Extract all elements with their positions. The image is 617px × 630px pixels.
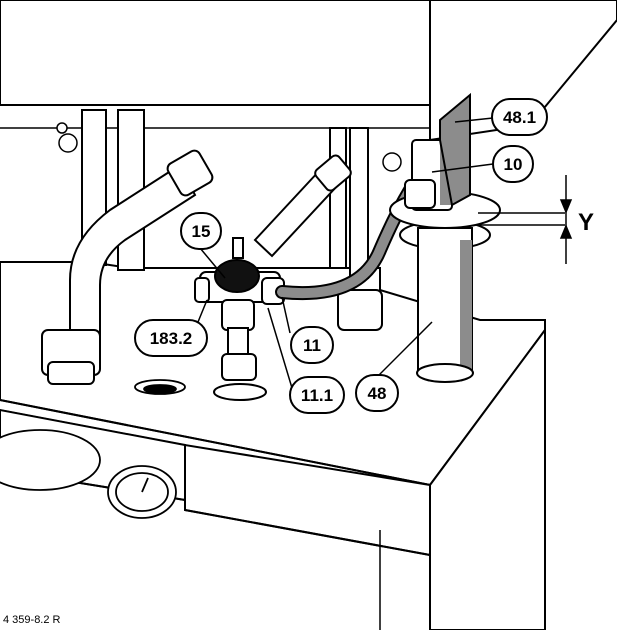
callout-11: 11	[290, 326, 334, 364]
wall-fittings	[56, 122, 402, 172]
dimension-y	[478, 175, 573, 264]
svg-text:11: 11	[303, 336, 321, 355]
dimension-label: Y	[578, 209, 594, 236]
callout-10: 10	[492, 145, 534, 183]
svg-text:48: 48	[368, 384, 387, 403]
svg-text:10: 10	[504, 155, 523, 174]
middle-pipe	[253, 154, 383, 331]
callout-11-1: 11.1	[289, 376, 345, 414]
separator-column	[389, 92, 501, 383]
svg-text:183.2: 183.2	[150, 329, 193, 348]
callout-15: 15	[180, 212, 222, 250]
svg-text:48.1: 48.1	[503, 108, 536, 127]
left-pipe	[41, 149, 214, 385]
top-openings	[134, 379, 186, 395]
valve-assembly	[194, 237, 285, 401]
svg-text:15: 15	[192, 222, 211, 241]
control-panel	[0, 429, 177, 519]
figure-id: 4 359-8.2 R	[3, 614, 61, 626]
callout-48-1: 48.1	[491, 98, 548, 136]
callout-183-2: 183.2	[134, 319, 208, 357]
svg-text:11.1: 11.1	[301, 386, 333, 405]
upper-cabinet	[0, 0, 617, 142]
callout-48: 48	[355, 374, 399, 412]
leader-lines	[197, 117, 494, 389]
